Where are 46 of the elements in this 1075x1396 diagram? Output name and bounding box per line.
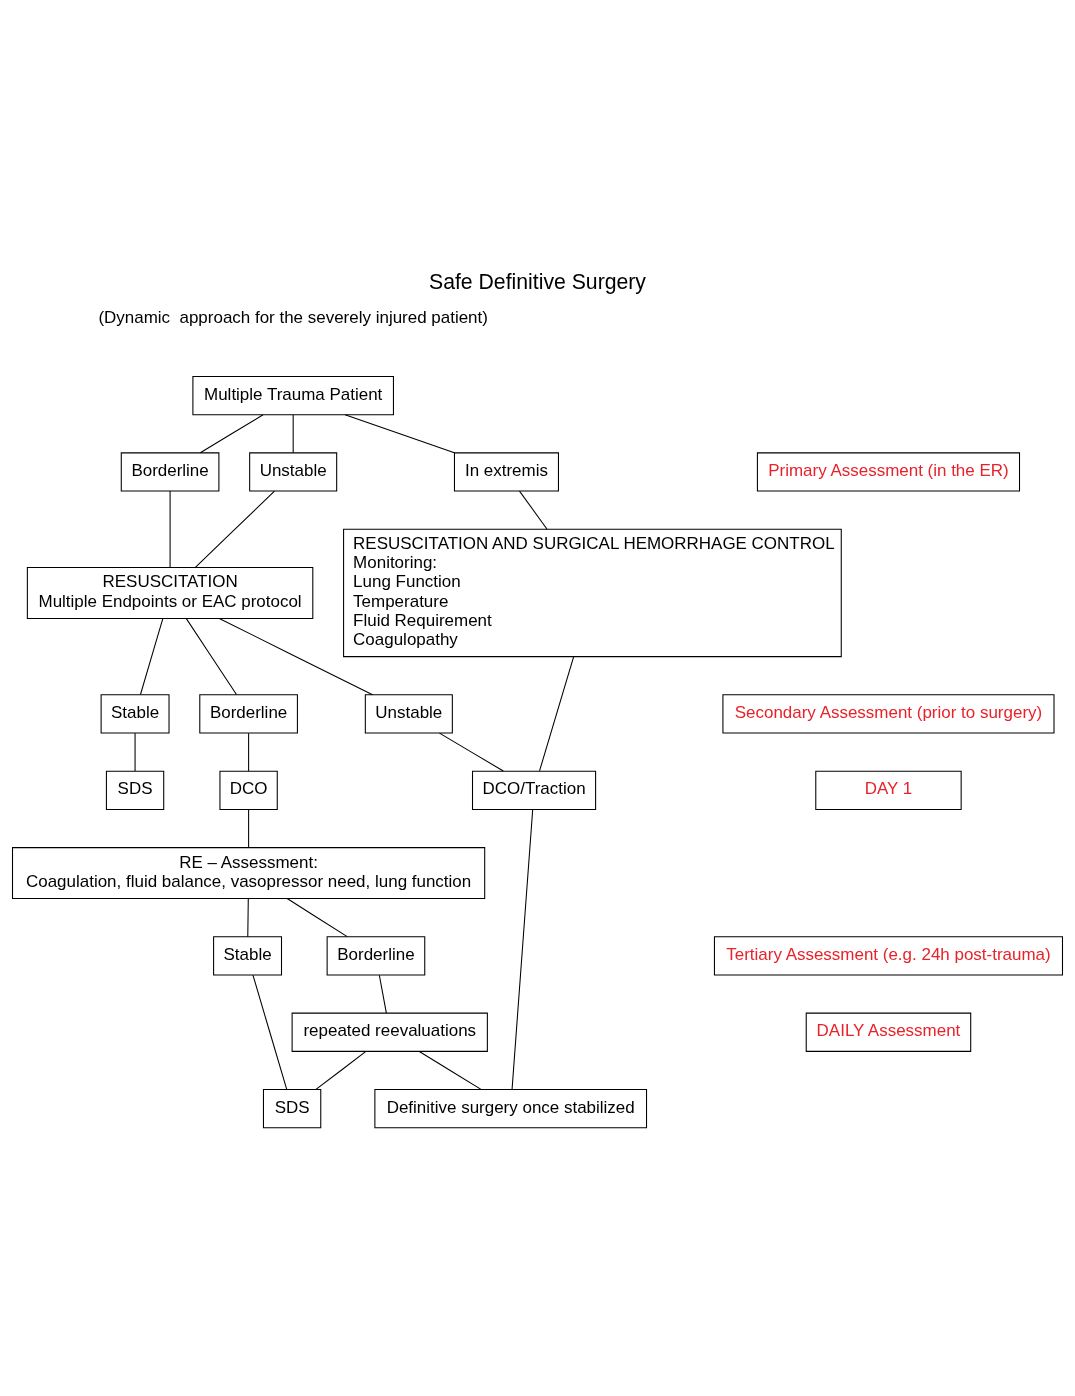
node-box: Unstable [249, 452, 338, 492]
connector [539, 656, 575, 772]
connector [292, 414, 294, 454]
connector [519, 490, 548, 530]
connector [378, 974, 387, 1014]
connector [511, 809, 534, 1090]
node-box: repeated reevaluations [291, 1012, 488, 1052]
connector [134, 732, 136, 772]
connector [286, 898, 348, 938]
node-box: RE – Assessment: Coagulation, fluid balance, vasopressor need, lung function [12, 847, 486, 900]
label: (Dynamic approach for the severely injured patient) [98, 308, 488, 328]
node-box: Borderline [199, 694, 298, 734]
connector [438, 732, 504, 772]
node-box: DCO/Traction [472, 770, 597, 810]
node-box: Primary Assessment (in the ER) [756, 452, 1021, 492]
node-box: Borderline [326, 936, 426, 976]
node-box: Borderline [120, 452, 220, 492]
node-box: In extremis [453, 452, 559, 492]
connector [418, 1050, 482, 1090]
connector [248, 809, 250, 848]
node-box: RESUSCITATION Multiple Endpoints or EAC protocol [26, 566, 314, 619]
node-box: Unstable [364, 694, 453, 734]
connector [344, 414, 455, 454]
node-box: Stable [213, 936, 283, 976]
node-box: DAILY Assessment [805, 1012, 972, 1052]
connector [315, 1051, 367, 1090]
connector [185, 618, 237, 695]
node-box: Secondary Assessment (prior to surgery) [722, 694, 1055, 734]
node-box: Stable [100, 694, 170, 734]
node-box: Tertiary Assessment (e.g. 24h post-trauma) [713, 936, 1063, 976]
connector [194, 490, 275, 568]
connector [252, 974, 288, 1090]
connector [218, 617, 374, 696]
node-box: SDS [262, 1089, 322, 1129]
diagram-title: Safe Definitive Surgery [428, 270, 647, 294]
node-box: DAY 1 [815, 770, 962, 810]
connector [169, 490, 171, 568]
node-box: RESUSCITATION AND SURGICAL HEMORRHAGE CONTROL Monitoring: Lung Function Temperature Fluid Requirement Coagulopathy [343, 528, 842, 658]
node-box: DCO [219, 770, 278, 810]
connector [248, 732, 250, 772]
connector [139, 618, 164, 695]
node-box: SDS [105, 770, 165, 810]
node-box: Definitive surgery once stabilized [374, 1089, 648, 1129]
node-box: Multiple Trauma Patient [192, 375, 394, 416]
connector [247, 898, 249, 938]
connector [199, 414, 264, 454]
